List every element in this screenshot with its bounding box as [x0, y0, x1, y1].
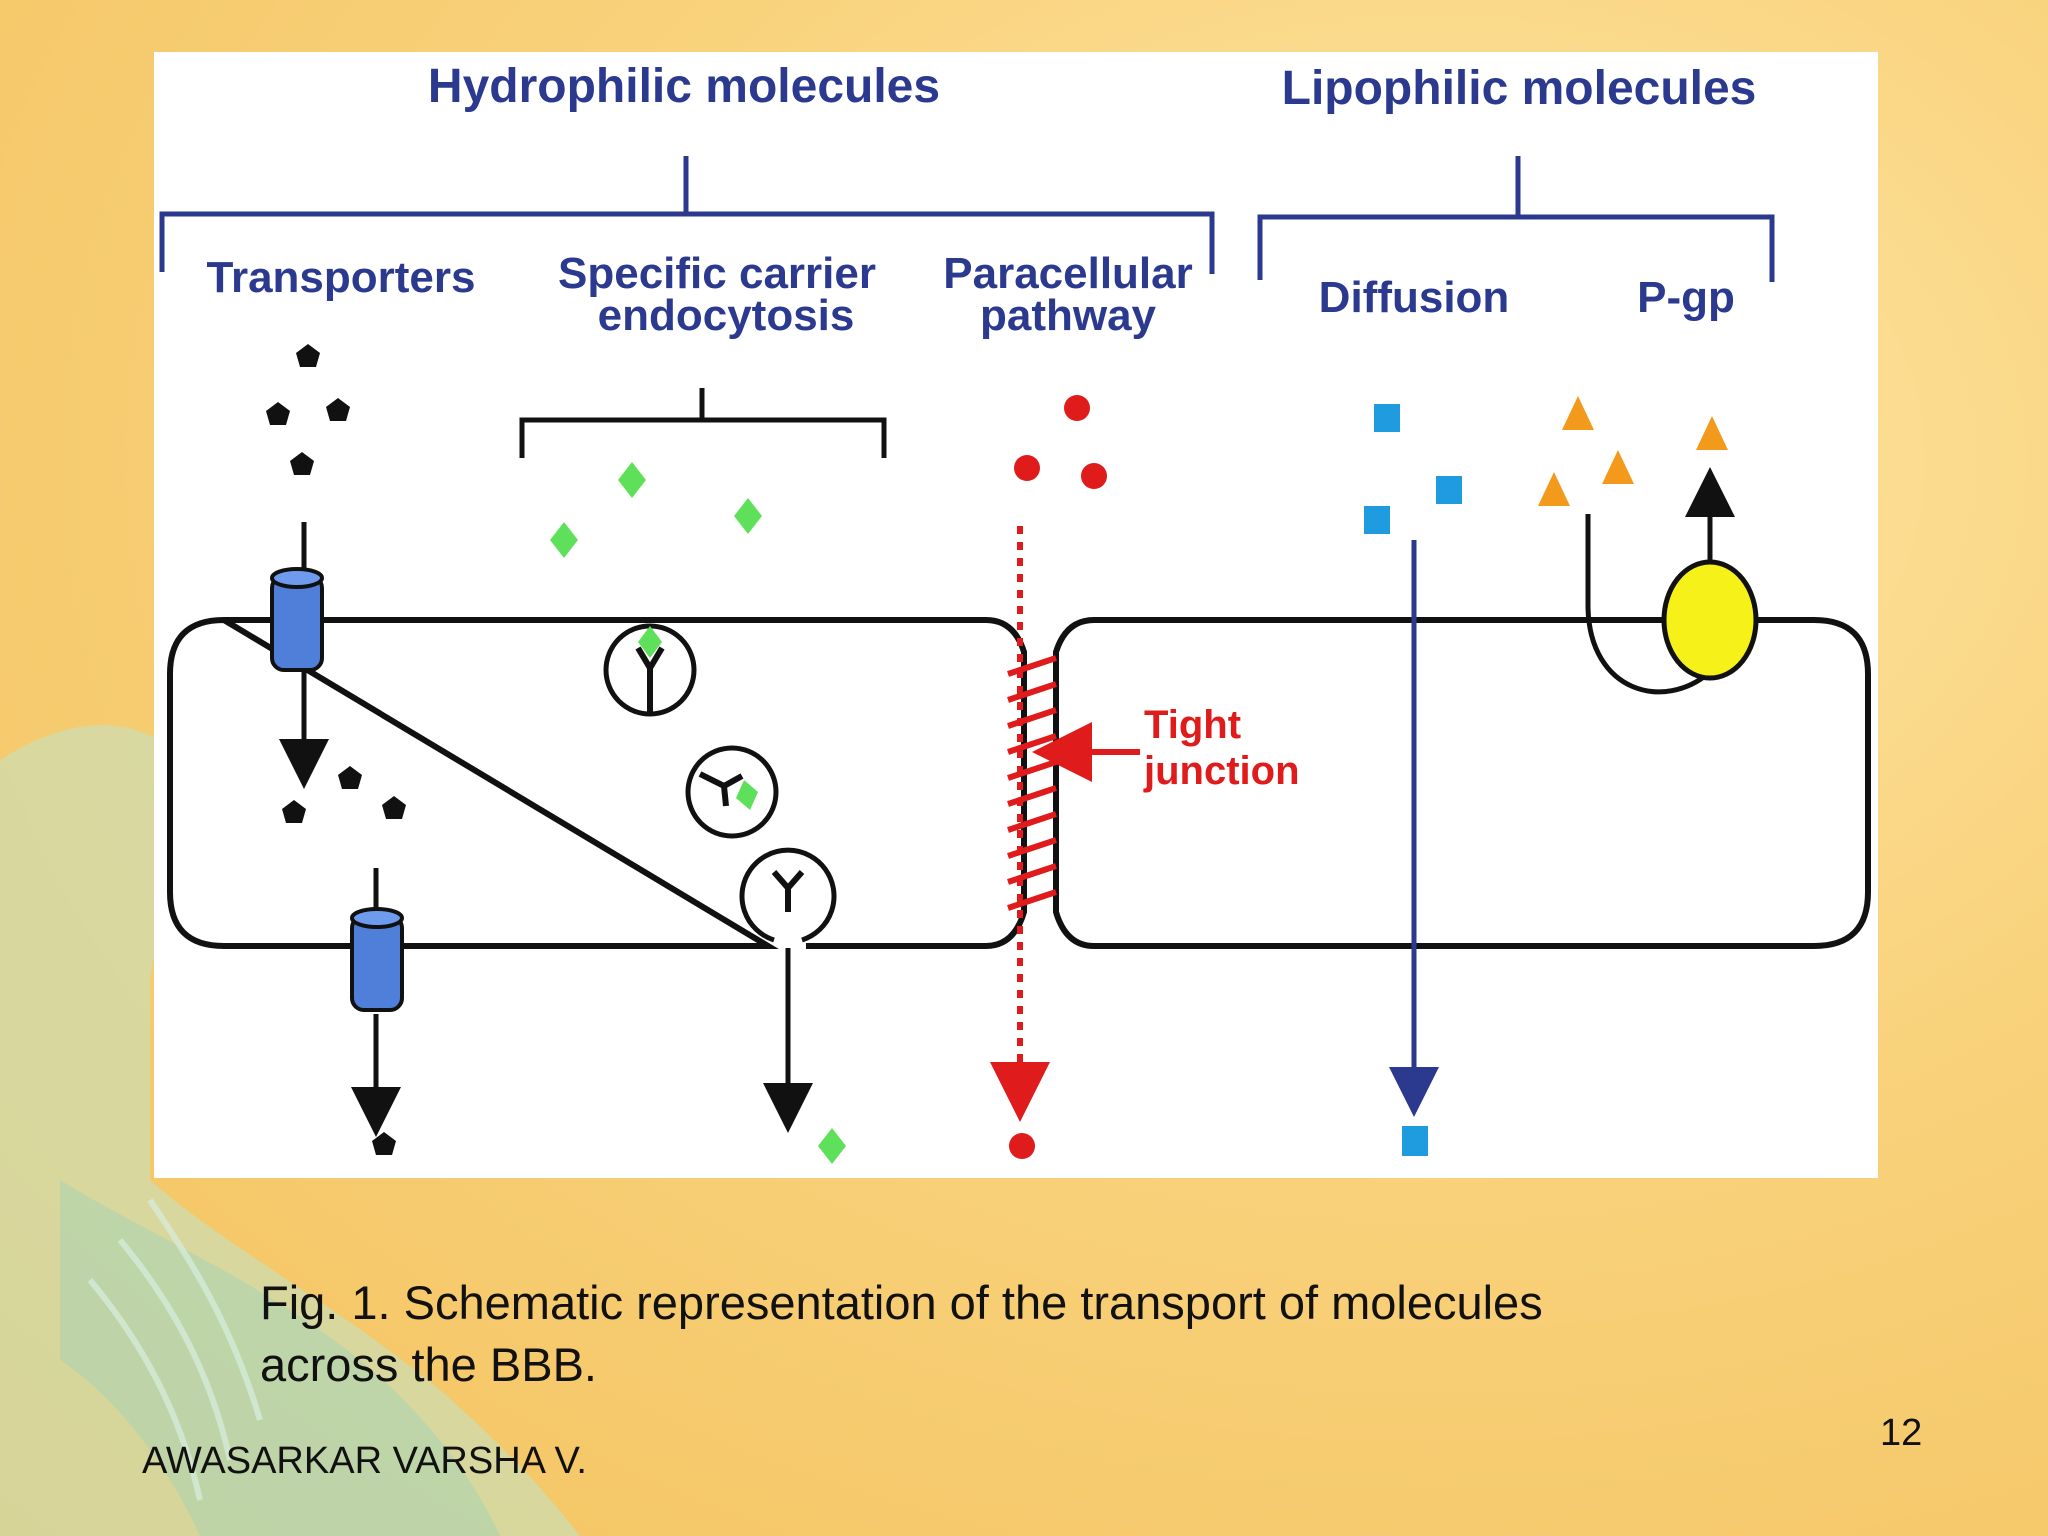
paracellular-label-line1: Paracellular [943, 249, 1193, 298]
figure-caption: Fig. 1. Schematic representation of the … [260, 1272, 1760, 1396]
red-circle-molecule [1064, 395, 1090, 421]
pgp-substrate-molecules [1538, 396, 1728, 506]
pgp-label: P-gp [1637, 273, 1735, 322]
red-circle-molecule [1014, 455, 1040, 481]
endocytosis-vesicle-2 [685, 745, 779, 839]
carrier-molecules-top [550, 462, 762, 558]
transporters-label: Transporters [207, 253, 476, 302]
paracellular-label-line2: pathway [980, 291, 1157, 340]
carrier-molecule-out [818, 1128, 846, 1164]
endocytosis-bracket [519, 388, 887, 458]
endothelial-cell-right [1053, 617, 1871, 949]
transporter-channel-bottom [350, 907, 404, 1012]
tight-junction-label-line2: junction [1143, 749, 1300, 793]
figure-caption-line1: Fig. 1. Schematic representation of the … [260, 1276, 1543, 1329]
red-circle-molecule [1009, 1133, 1035, 1159]
endocytosis-vesicle-3 [739, 847, 837, 943]
author-name: AWASARKAR VARSHA V. [142, 1440, 587, 1482]
transporter-molecule-out [372, 1132, 396, 1155]
transporter-molecules-top [266, 344, 350, 475]
transporter-molecules-inside [282, 766, 406, 823]
diffusion-label: Diffusion [1319, 273, 1510, 322]
tight-junction-marks [1007, 655, 1057, 911]
endocytosis-vesicle-1 [603, 623, 697, 717]
diagram-panel: Hydrophilic molecules Lipophilic molecul… [154, 52, 1878, 1178]
carrier-label-line2: endocytosis [598, 291, 855, 340]
pgp-uptake-curve [1585, 514, 1712, 695]
transporter-channel-top [270, 567, 324, 672]
figure-caption-line2: across the BBB. [260, 1338, 597, 1391]
hydrophilic-bracket [159, 156, 1215, 274]
bbb-transport-diagram: Hydrophilic molecules Lipophilic molecul… [159, 60, 1871, 1164]
diffusion-molecules-top [1364, 404, 1462, 534]
hydrophilic-header: Hydrophilic molecules [428, 60, 940, 113]
carrier-label-line1: Specific carrier [558, 249, 876, 298]
page-number: 12 [1880, 1412, 1923, 1454]
diffusion-molecule-out [1402, 1126, 1428, 1156]
tight-junction-label-line1: Tight [1144, 703, 1241, 747]
lipophilic-header: Lipophilic molecules [1282, 62, 1757, 115]
endothelial-cell-left [167, 616, 1027, 949]
lipophilic-bracket [1257, 156, 1775, 282]
pgp-pump [1661, 559, 1759, 681]
red-circle-molecule [1081, 463, 1107, 489]
